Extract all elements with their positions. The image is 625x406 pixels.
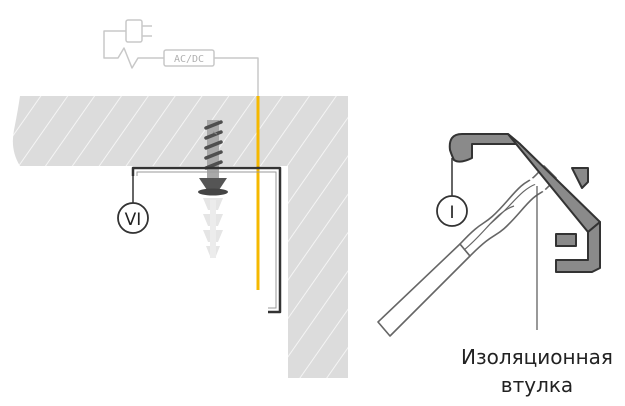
aluminium-profile-vi-inner xyxy=(136,171,277,309)
wall-corner xyxy=(12,96,348,378)
marker-vi-label: VI xyxy=(125,210,142,230)
aluminium-profile-vi xyxy=(131,166,282,314)
sleeve-callout-line2: втулка xyxy=(501,373,573,397)
marker-vi xyxy=(117,176,149,234)
corner-profile-i xyxy=(448,133,601,273)
plug-icon xyxy=(125,19,152,43)
marker-i-label: I xyxy=(449,203,454,223)
wall-plug-icon xyxy=(203,198,223,258)
marker-i xyxy=(436,158,468,227)
power-supply-sketch xyxy=(103,19,259,96)
drill-bit-icon xyxy=(377,165,557,337)
ac-dc-label: AC/DC xyxy=(174,54,204,65)
sleeve-callout-line1: Изоляционная xyxy=(461,345,613,369)
